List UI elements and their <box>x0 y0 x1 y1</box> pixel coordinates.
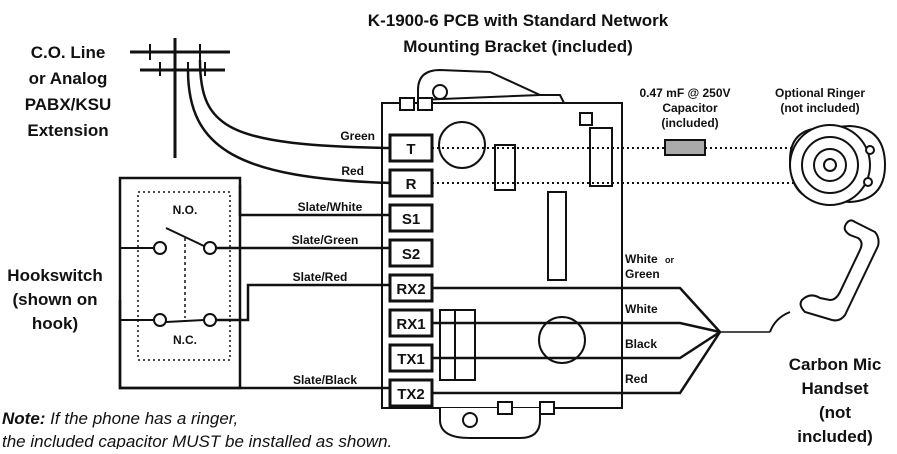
title-line-2: Mounting Bracket (included) <box>403 37 633 56</box>
handset-icon <box>769 219 880 333</box>
note-text-1: If the phone has a ringer, <box>45 409 238 428</box>
terminal-label-s2: S2 <box>402 246 420 263</box>
terminal-label-r: R <box>406 176 417 193</box>
capacitor-label: 0.47 mF @ 250V Capacitor (included) <box>639 86 730 130</box>
capacitor-text-2: Capacitor <box>662 101 718 115</box>
hookswitch-nc-label: N.C. <box>173 333 197 347</box>
telephone-pole-icon <box>130 38 230 158</box>
capacitor-icon <box>664 139 706 156</box>
wire-label-slate-white: Slate/White <box>298 200 363 214</box>
terminal-label-rx2: RX2 <box>396 281 425 298</box>
note-line-2: the included capacitor MUST be installed… <box>2 432 392 449</box>
wire-label-white: White <box>625 302 658 316</box>
wire-label-green: Green <box>340 129 375 143</box>
handset-text-2: Handset <box>801 379 868 398</box>
note-prefix: Note: <box>2 409 45 428</box>
co-line-text-4: Extension <box>27 121 108 140</box>
note-line-1: Note: If the phone has a ringer, <box>2 409 238 428</box>
handset-label: Carbon Mic Handset (not included) <box>789 355 882 446</box>
wire-label-or: or <box>665 255 674 265</box>
terminal-label-s1: S1 <box>402 211 420 228</box>
wire-label-red-right: Red <box>625 372 648 386</box>
handset-text-1: Carbon Mic <box>789 355 882 374</box>
co-line-text-1: C.O. Line <box>31 43 106 62</box>
ringer-label: Optional Ringer (not included) <box>775 86 865 115</box>
capacitor-text-1: 0.47 mF @ 250V <box>639 86 730 100</box>
co-line-text-3: PABX/KSU <box>25 95 112 114</box>
capacitor-text-3: (included) <box>661 116 718 130</box>
terminal-label-t: T <box>406 141 415 158</box>
ringer-text-2: (not included) <box>780 101 859 115</box>
terminal-label-rx1: RX1 <box>396 316 425 333</box>
wire-label-red: Red <box>341 164 364 178</box>
hookswitch-text-1: Hookswitch <box>7 266 102 285</box>
co-line-text-2: or Analog <box>29 69 108 88</box>
wire-label-green-right: Green <box>625 267 660 281</box>
note: Note: If the phone has a ringer, the inc… <box>2 409 392 451</box>
ringer-text-1: Optional Ringer <box>775 86 865 100</box>
wire-label-white-or: White <box>625 252 658 266</box>
wire-label-slate-red: Slate/Red <box>293 270 348 284</box>
hookswitch-text-3: hook) <box>32 314 78 333</box>
terminal-label-tx1: TX1 <box>397 351 425 368</box>
terminal-label-tx2: TX2 <box>397 386 425 403</box>
hookswitch-label: Hookswitch (shown on hook) <box>7 266 102 333</box>
ringer-wires <box>432 147 800 184</box>
hookswitch-no-label: N.O. <box>173 203 198 217</box>
handset-text-3: (not <box>819 403 851 422</box>
ringer-icon <box>788 124 887 206</box>
wire-label-slate-black: Slate/Black <box>293 373 357 387</box>
line-wires <box>186 59 391 185</box>
handset-wires <box>432 286 770 395</box>
wire-label-black: Black <box>625 337 657 351</box>
handset-text-4: included) <box>797 427 873 446</box>
co-line-label: C.O. Line or Analog PABX/KSU Extension <box>25 43 112 140</box>
hookswitch: N.O. N.C. <box>118 176 390 390</box>
title-line-1: K-1900-6 PCB with Standard Network <box>368 11 669 30</box>
wire-label-slate-green: Slate/Green <box>292 233 359 247</box>
hookswitch-text-2: (shown on <box>13 290 98 309</box>
